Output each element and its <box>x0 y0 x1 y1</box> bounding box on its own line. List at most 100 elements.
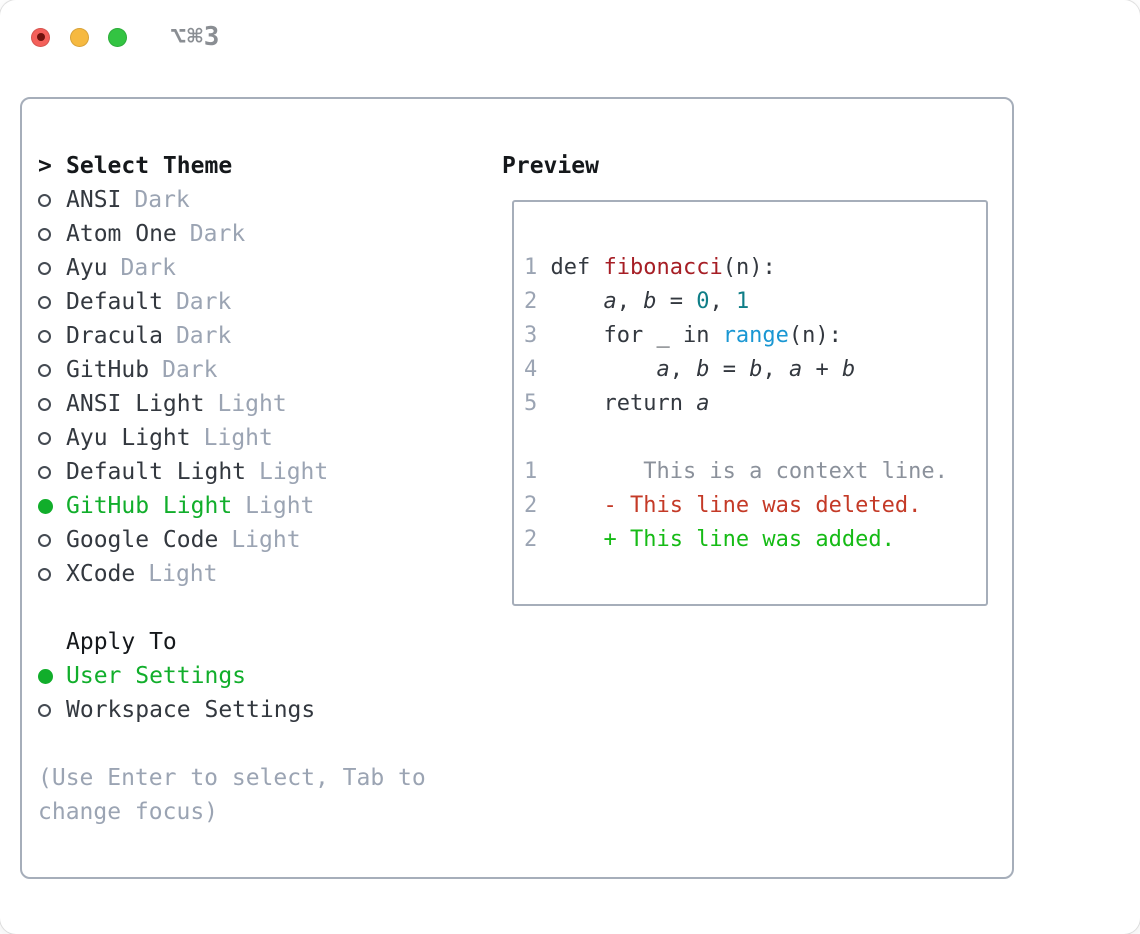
theme-variant: Light <box>217 391 287 417</box>
code-segment-num: 1 <box>735 288 750 314</box>
theme-option-marker <box>38 397 66 411</box>
code-segment-plain: (n): <box>722 254 776 280</box>
apply-option-marker <box>38 668 66 684</box>
theme-name: Ayu Light <box>66 425 191 451</box>
theme-option-marker <box>38 465 66 479</box>
code-segment-plain: + <box>802 356 842 382</box>
theme-name: Default <box>66 289 163 315</box>
theme-option-marker <box>38 498 66 514</box>
radio-icon[interactable] <box>38 363 51 377</box>
close-button[interactable] <box>31 27 50 47</box>
code-segment-num: 0 <box>696 288 710 314</box>
apply-option[interactable]: User Settings <box>38 659 488 693</box>
code-segment-var: a <box>696 390 710 416</box>
hint-line-2: change focus) <box>38 799 219 825</box>
radio-icon[interactable] <box>38 465 51 479</box>
preview-line-code: 1 def fibonacci(n): <box>524 250 986 284</box>
line-number: 2 <box>524 492 538 518</box>
theme-variant: Dark <box>175 289 232 315</box>
cursor-prompt-icon: > <box>38 153 52 179</box>
preview-line-context: 1 This is a context line. <box>524 454 986 488</box>
preview-title: Preview <box>502 153 599 179</box>
theme-variant: Light <box>231 527 301 553</box>
apply-to-title: Apply To <box>66 629 177 655</box>
apply-to-header: Apply To <box>38 625 488 659</box>
radio-icon[interactable] <box>38 329 51 343</box>
code-segment-var: b <box>696 356 710 382</box>
theme-name: GitHub Light <box>66 493 233 519</box>
theme-variant: Dark <box>120 255 176 281</box>
code-segment-del: - This line was deleted. <box>537 492 922 518</box>
preview-line-blank <box>524 420 986 454</box>
line-number: 2 <box>524 288 538 314</box>
window-title: ⌥⌘3 <box>170 22 221 52</box>
theme-option[interactable]: GitHub Light Light <box>38 489 488 523</box>
preview-line-deleted: 2 - This line was deleted. <box>524 488 986 522</box>
apply-option-label: Workspace Settings <box>66 697 316 723</box>
theme-option[interactable]: Google Code Light <box>38 523 488 557</box>
theme-variant: Dark <box>162 357 218 383</box>
theme-option-marker <box>38 533 66 547</box>
theme-variant: Light <box>259 459 329 485</box>
theme-option-marker <box>38 329 66 343</box>
theme-variant: Light <box>245 493 315 519</box>
code-segment-plain: , <box>709 288 736 314</box>
code-segment-plain: , <box>762 356 789 382</box>
radio-icon[interactable] <box>38 533 51 547</box>
hint-line-1: (Use Enter to select, Tab to <box>38 765 426 791</box>
spacer-row <box>38 591 488 625</box>
radio-icon[interactable] <box>38 431 51 445</box>
code-segment-plain: (n): <box>788 322 842 348</box>
theme-variant: Dark <box>134 187 190 213</box>
code-segment-func: fibonacci <box>603 254 723 280</box>
theme-option[interactable]: Ayu Light Light <box>38 421 488 455</box>
radio-icon[interactable] <box>38 397 51 411</box>
code-segment-context: This is a context line. <box>537 458 948 484</box>
radio-icon[interactable] <box>38 227 51 241</box>
code-segment-plain: for _ in <box>537 322 723 348</box>
theme-name: Ayu <box>66 255 108 281</box>
theme-option-marker <box>38 363 66 377</box>
code-segment-plain <box>537 289 603 314</box>
radio-selected-icon[interactable] <box>38 498 53 514</box>
radio-icon[interactable] <box>38 193 51 207</box>
theme-name: Dracula <box>66 323 163 349</box>
spacer-row <box>38 727 488 761</box>
radio-selected-icon[interactable] <box>38 668 53 684</box>
titlebar: ⌥⌘3 <box>0 0 1140 74</box>
radio-icon[interactable] <box>38 703 51 717</box>
maximize-button[interactable] <box>108 27 127 47</box>
minimize-button[interactable] <box>69 27 89 47</box>
select-theme-title: Select Theme <box>66 153 233 179</box>
code-segment-plain: = <box>709 356 750 382</box>
theme-name: Google Code <box>66 527 219 553</box>
apply-option[interactable]: Workspace Settings <box>38 693 488 727</box>
preview-header: Preview <box>502 149 599 183</box>
code-segment-var: b <box>643 288 657 314</box>
preview-line-code: 2 a, b = 0, 1 <box>524 284 986 318</box>
theme-variant: Dark <box>189 221 246 247</box>
radio-icon[interactable] <box>38 567 51 581</box>
preview-line-code: 4 a, b = b, a + b <box>524 352 986 386</box>
radio-icon[interactable] <box>38 261 51 275</box>
theme-option[interactable]: Ayu Dark <box>38 251 488 285</box>
code-segment-var: a <box>656 356 670 382</box>
theme-option[interactable]: Default Dark <box>38 285 488 319</box>
code-segment-var: b <box>749 356 763 382</box>
line-number: 4 <box>524 356 538 382</box>
radio-icon[interactable] <box>38 295 51 309</box>
theme-variant: Light <box>203 425 273 451</box>
select-theme-header: > Select Theme <box>38 149 488 183</box>
